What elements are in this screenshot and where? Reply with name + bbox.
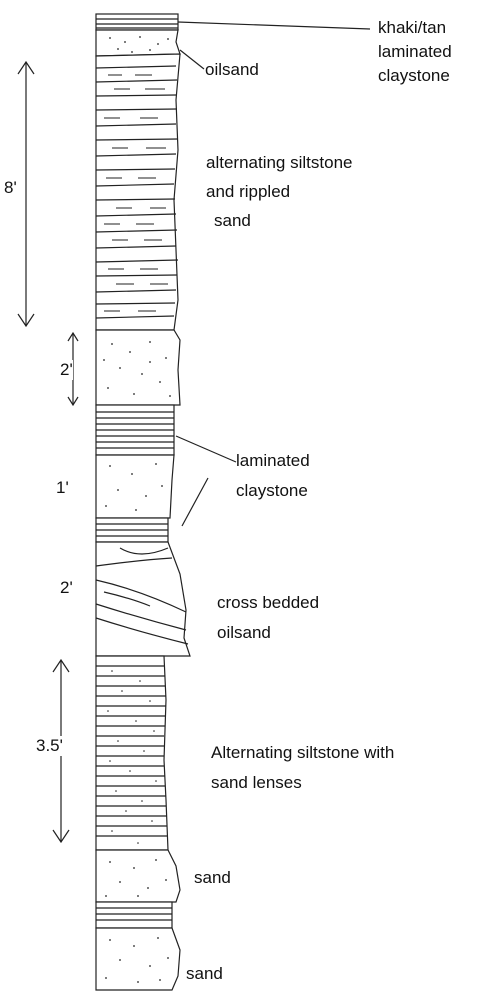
unit-alternating-siltstone-sand-lenses: [96, 656, 168, 850]
unit-sand-2ft: [96, 330, 180, 405]
label-alternating-siltstone: alternating siltstone and rippled sand: [206, 148, 352, 235]
label-alternating-line-3: sand: [206, 206, 352, 235]
unit-oilsand-top: [96, 30, 180, 56]
label-khaki-line-3: claystone: [378, 64, 452, 88]
label-oilsand-top: oilsand: [205, 58, 259, 82]
unit-laminated-lower: [96, 902, 172, 928]
leader-khaki: [178, 22, 370, 29]
label-khaki-line-2: laminated: [378, 40, 452, 64]
leader-oilsand: [180, 50, 204, 69]
label-khaki-claystone: khaki/tan laminated claystone: [378, 16, 452, 88]
thickness-2ft-lower: 2': [60, 578, 73, 598]
thickness-2ft-upper: 2': [60, 360, 73, 380]
leader-laminated-2: [182, 478, 208, 526]
label-alternating-line-2: and rippled: [206, 177, 352, 206]
label-lenses-line-1: Alternating siltstone with: [211, 738, 394, 768]
label-sand-1: sand: [194, 866, 231, 890]
thickness-1ft: 1': [56, 478, 69, 498]
label-alternating-sand-lenses: Alternating siltstone with sand lenses: [211, 738, 394, 798]
unit-laminated-claystone-upper: [96, 405, 174, 455]
label-laminated-claystone: laminated claystone: [236, 446, 310, 506]
unit-sand-bottom: [96, 928, 180, 990]
label-cross-bedded-line-1: cross bedded: [217, 588, 319, 618]
unit-cross-bedded-oilsand: [96, 542, 190, 656]
unit-sand-1ft: [96, 455, 174, 518]
label-laminated-line-2: claystone: [236, 476, 310, 506]
leader-laminated-1: [176, 436, 236, 462]
label-laminated-line-1: laminated: [236, 446, 310, 476]
label-sand-2: sand: [186, 962, 223, 986]
label-cross-bedded-line-2: oilsand: [217, 618, 319, 648]
thickness-8ft: 8': [4, 178, 17, 198]
label-alternating-line-1: alternating siltstone: [206, 148, 352, 177]
thickness-3-5ft: 3.5': [36, 736, 63, 756]
unit-sand-lower-1: [96, 850, 180, 902]
label-lenses-line-2: sand lenses: [211, 768, 394, 798]
unit-alternating-siltstone-rippled-sand: [96, 54, 180, 330]
arrow-8ft: [18, 62, 34, 326]
unit-khaki-claystone: [96, 14, 178, 30]
label-khaki-line-1: khaki/tan: [378, 16, 452, 40]
unit-laminated-claystone-lower: [96, 518, 168, 542]
label-cross-bedded-oilsand: cross bedded oilsand: [217, 588, 319, 648]
